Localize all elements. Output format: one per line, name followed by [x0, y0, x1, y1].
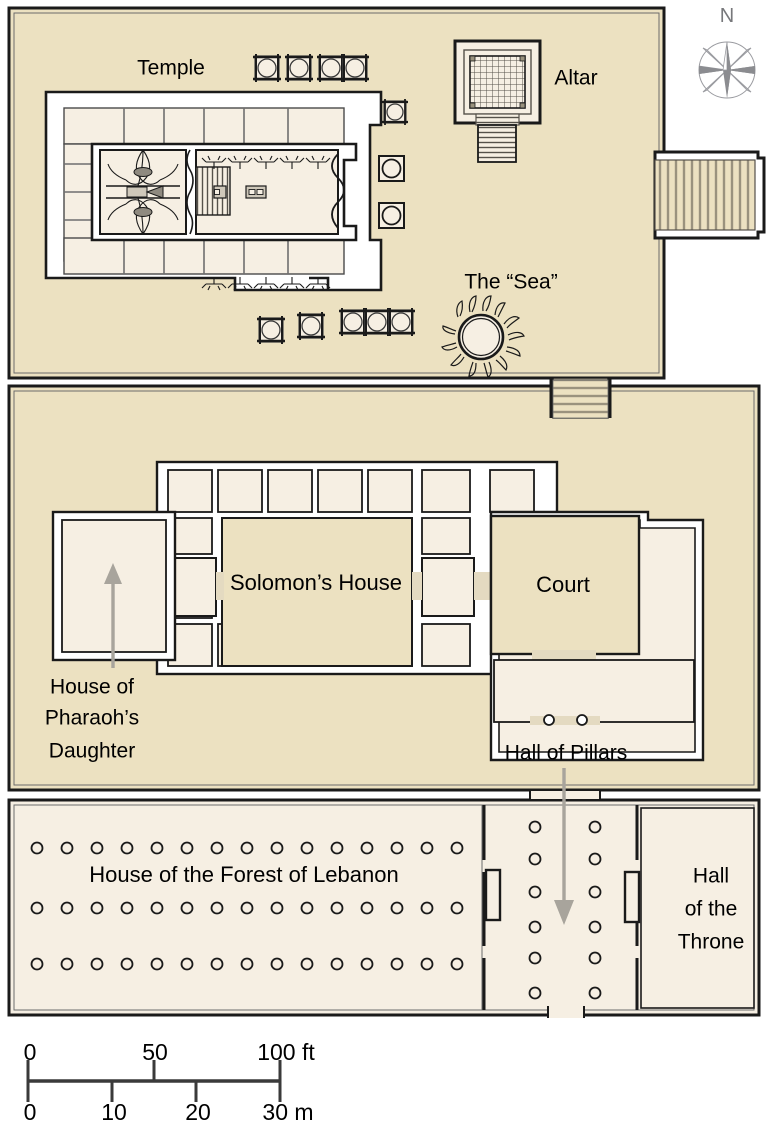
compass-north-label: N — [720, 5, 734, 27]
hall-wall-ornaments — [201, 155, 331, 291]
scale-ft-tick-0: 0 — [24, 1039, 37, 1065]
forest-of-lebanon-label: House of the Forest of Lebanon — [89, 862, 398, 887]
north-chamber-row — [167, 469, 535, 513]
hall-of-pillars-porch — [493, 659, 695, 726]
scale-m-tick-0: 0 — [24, 1099, 37, 1124]
porch-columns — [378, 155, 405, 229]
vestibule-pillars-left — [528, 820, 542, 1000]
compass-rose: N — [698, 5, 756, 99]
laver-stands-bottom-group — [339, 308, 415, 336]
forest-pillar-row-1 — [30, 841, 464, 855]
solomons-house-label: Solomon’s House — [230, 570, 402, 595]
laver-stands-top-row — [253, 54, 369, 82]
pharaohs-daughter-label-line2: Pharaoh’s — [45, 707, 139, 730]
sea-label: The “Sea” — [464, 271, 557, 294]
hall-of-throne-label-line2: of the — [685, 898, 738, 921]
pharaohs-daughter-label-line1: House of — [50, 676, 134, 699]
cherubim-figures — [107, 149, 179, 235]
laver-stands-bottom-left — [257, 312, 325, 344]
central-vestibule-block — [528, 805, 641, 1018]
laver-stand-upper-right — [382, 99, 408, 125]
scale-m-tick-20: 20 — [185, 1099, 211, 1124]
scale-bar: 0 50 100 ft 0 10 20 30 m — [24, 1039, 316, 1124]
scale-ft-tick-100: 100 ft — [257, 1039, 315, 1065]
hall-of-throne-label-line3: Throne — [678, 931, 745, 954]
scale-ft-tick-50: 50 — [142, 1039, 168, 1065]
hall-of-the-throne-block — [640, 807, 755, 1009]
east-gate-stairway — [653, 150, 766, 240]
grand-stairway — [549, 377, 612, 419]
bronze-sea-basin — [441, 295, 525, 378]
forest-pillar-row-3 — [30, 957, 464, 971]
temple-label: Temple — [137, 57, 205, 80]
altar-label: Altar — [554, 67, 597, 90]
hall-of-throne-label-line1: Hall — [693, 865, 729, 888]
altar-structure — [453, 39, 542, 163]
scale-m-tick-30: 30 m — [262, 1099, 313, 1124]
vestibule-pillars-right — [588, 820, 602, 1000]
view-arrow-throne-approach — [554, 768, 574, 925]
house-of-forest-of-lebanon-block — [13, 804, 502, 1011]
solomons-house-block — [150, 460, 559, 676]
court-label: Court — [536, 572, 590, 597]
view-arrow-pharaohs-daughter — [104, 563, 122, 668]
scale-m-tick-10: 10 — [101, 1099, 127, 1124]
hall-of-pillars-label: Hall of Pillars — [505, 742, 628, 765]
temple-building — [44, 90, 383, 292]
forest-pillar-row-2 — [30, 901, 464, 915]
pharaohs-daughter-label-line3: Daughter — [49, 740, 135, 763]
